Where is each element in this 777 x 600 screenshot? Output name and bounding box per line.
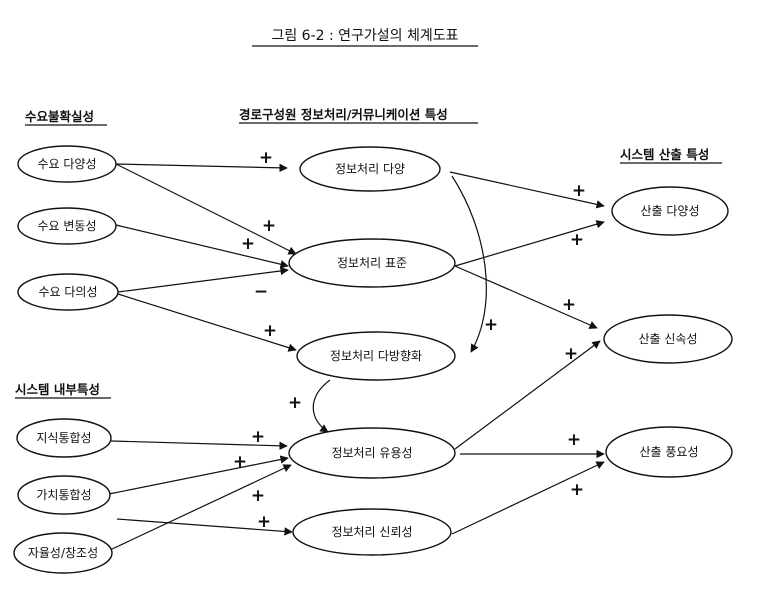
sign-label: + — [484, 315, 498, 335]
node-output-diversity: 산출 다양성 — [611, 186, 729, 236]
node-autonomy: 자율성/창조성 — [13, 532, 113, 574]
node-info-standard: 정보처리 표준 — [288, 238, 456, 288]
sign-label: + — [251, 427, 265, 447]
edge-autonomy-to-info-usefulness — [109, 464, 292, 551]
sign-label: − — [254, 282, 268, 302]
node-value-integration-label: 가치통합성 — [36, 488, 91, 502]
sign-label: + — [572, 181, 586, 201]
node-output-speed: 산출 신속성 — [603, 314, 733, 364]
sign-label: + — [233, 452, 247, 472]
node-autonomy-label: 자율성/창조성 — [28, 546, 98, 560]
node-output-abundance: 산출 풍요성 — [605, 426, 733, 478]
node-demand-dissimilarity-label: 수요 다의성 — [38, 285, 97, 299]
node-output-speed-label: 산출 신속성 — [638, 332, 697, 346]
sign-label: + — [562, 295, 576, 315]
node-info-standard-label: 정보처리 표준 — [337, 256, 407, 270]
node-info-reliability: 정보처리 신뢰성 — [292, 508, 452, 556]
edge-knowledge-integration-to-info-usefulness — [110, 440, 288, 450]
sign-label: + — [570, 480, 584, 500]
node-demand-dissimilarity: 수요 다의성 — [17, 273, 119, 311]
sign-label: + — [257, 512, 271, 532]
edge-info-standard-to-output-diversity — [454, 220, 605, 267]
edge-info-usefulness-to-output-speed — [454, 340, 601, 450]
node-info-usefulness: 정보처리 유용성 — [288, 427, 456, 479]
node-output-abundance-label: 산출 풍요성 — [639, 445, 698, 459]
sign-label: + — [564, 344, 578, 364]
node-info-diversity: 정보처리 다양 — [299, 146, 441, 192]
edge-value-integration-to-info-reliability — [116, 518, 293, 536]
figure-title: 그림 6-2 : 연구가설의 체계도표 — [271, 28, 458, 44]
node-output-diversity-label: 산출 다양성 — [640, 204, 699, 218]
node-info-multidirectional-label: 정보처리 다방향화 — [330, 349, 422, 363]
header-system-internal: 시스템 내부특성 — [15, 382, 100, 397]
sign-label: + — [262, 216, 276, 236]
node-demand-variability: 수요 변동성 — [17, 207, 117, 245]
sign-label: + — [570, 230, 584, 250]
node-demand-variability-label: 수요 변동성 — [37, 219, 96, 233]
edge-demand-diversity-to-info-diversity — [115, 163, 288, 173]
sign-label: + — [567, 430, 581, 450]
node-info-diversity-label: 정보처리 다양 — [335, 162, 405, 176]
edge-value-integration-to-info-usefulness — [108, 455, 289, 495]
node-info-usefulness-label: 정보처리 유용성 — [331, 446, 412, 460]
node-info-multidirectional: 정보처리 다방향화 — [296, 331, 456, 381]
header-system-output: 시스템 산출 특성 — [620, 147, 709, 162]
edge-info-standard-to-output-speed — [454, 265, 598, 329]
sign-label: + — [251, 486, 265, 506]
node-knowledge-integration: 지식통합성 — [16, 418, 112, 458]
edge-demand-dissimilarity-to-info-standard — [117, 266, 289, 293]
edge-info-diversity-to-info-multidirectional — [451, 175, 487, 353]
edge-info-diversity-to-output-diversity — [449, 171, 605, 209]
sign-label: + — [259, 148, 273, 168]
header-info-processing: 경로구성원 정보처리/커뮤니케이션 특성 — [239, 107, 448, 122]
node-info-reliability-label: 정보처리 신뢰성 — [331, 525, 412, 539]
sign-label: + — [263, 321, 277, 341]
sign-label: + — [288, 393, 302, 413]
header-demand-uncertainty: 수요불확실성 — [25, 109, 94, 124]
edge-demand-variability-to-info-standard — [115, 224, 289, 269]
node-demand-diversity: 수요 다양성 — [17, 145, 117, 183]
edge-info-reliability-to-output-abundance — [451, 461, 605, 535]
edge-info-multidirectional-to-info-usefulness — [312, 379, 331, 433]
node-value-integration: 가치통합성 — [17, 475, 111, 515]
sign-label: + — [241, 234, 255, 254]
edge-demand-diversity-to-info-standard — [115, 163, 297, 255]
node-knowledge-integration-label: 지식통합성 — [36, 431, 91, 445]
node-demand-diversity-label: 수요 다양성 — [37, 157, 96, 171]
edge-demand-dissimilarity-to-info-multidirectional — [117, 293, 297, 352]
